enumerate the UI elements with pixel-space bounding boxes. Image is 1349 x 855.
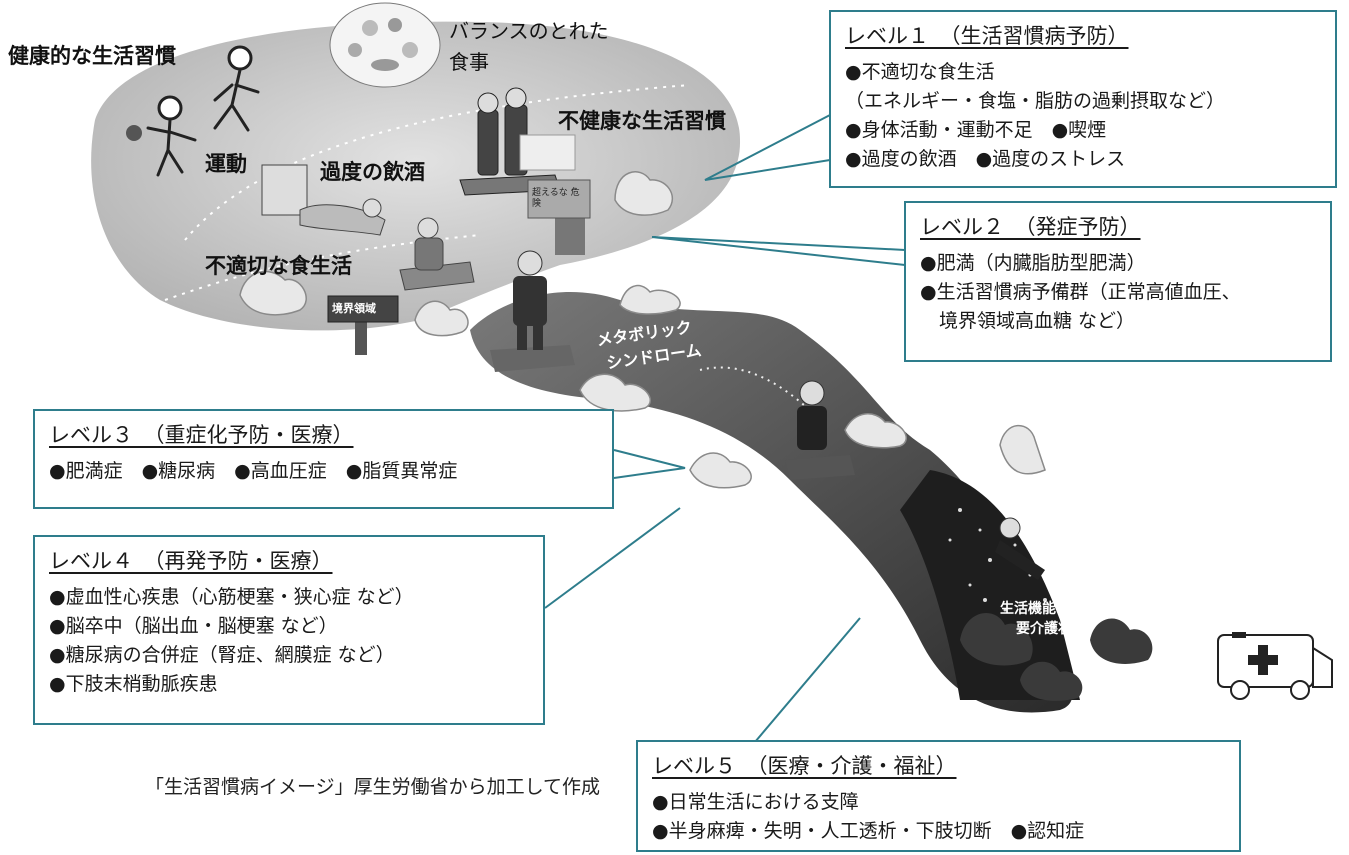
level-5-item: ●日常生活における支障 xyxy=(652,791,859,813)
level-4-item: ●脳卒中（脳出血・脳梗塞 など） xyxy=(49,615,338,637)
ghost-blobs xyxy=(239,171,1046,489)
drinking-figure xyxy=(261,164,386,236)
level-5-item: ●半身麻痺・失明・人工透析・下肢切断 ●認知症 xyxy=(652,820,1085,842)
exercise-figures xyxy=(126,45,260,177)
sign-cross-text: 超えるな 危険 xyxy=(532,188,580,209)
level-4-item: ●糖尿病の合併症（腎症、網膜症 など） xyxy=(49,644,395,666)
river-man xyxy=(785,380,855,480)
level-2-panel: レベル２ （発症予防） ●肥満（内臓脂肪型肥満） ●生活習慣病予備群（正常高値血… xyxy=(904,201,1332,362)
source-caption: 「生活習慣病イメージ」厚生労働省から加工して作成 xyxy=(145,776,601,798)
level-3-item: ●肥満症 ●糖尿病 ●高血圧症 ●脂質異常症 xyxy=(49,460,458,482)
level-5-panel: レベル５ （医療・介護・福祉） ●日常生活における支障 ●半身麻痺・失明・人工透… xyxy=(636,740,1241,852)
food-plate-icon xyxy=(329,2,441,88)
label-decline-2: 要介護状態 xyxy=(1016,621,1086,637)
falling-man xyxy=(995,517,1045,580)
sign-post-cross xyxy=(527,179,591,255)
label-balanced-diet-1: バランスのとれた xyxy=(449,19,609,43)
level-5-title: レベル５ （医療・介護・福祉） xyxy=(652,754,957,778)
level-1-panel: レベル１ （生活習慣病予防） ●不適切な食生活 （エネルギー・食塩・脂肪の過剰摂… xyxy=(829,10,1337,188)
level-3-title: レベル３ （重症化予防・医療） xyxy=(49,423,354,447)
level-1-item: （エネルギー・食塩・脂肪の過剰摂取など） xyxy=(845,90,1226,112)
level-2-item: 境界領域高血糖 など） xyxy=(920,310,1136,332)
level-4-panel: レベル４ （再発予防・医療） ●虚血性心疾患（心筋梗塞・狭心症 など） ●脳卒中… xyxy=(33,535,545,725)
level-1-item: ●不適切な食生活 xyxy=(845,61,995,83)
level-2-item: ●生活習慣病予備群（正常高値血圧、 xyxy=(920,281,1241,303)
diet-figure xyxy=(399,217,475,291)
label-excessive-drinking: 過度の飲酒 xyxy=(320,160,425,184)
label-improper-diet: 不適切な食生活 xyxy=(205,254,352,278)
ambulance-icon xyxy=(1217,632,1333,700)
level-2-item: ●肥満（内臓脂肪型肥満） xyxy=(920,252,1146,274)
level-3-panel: レベル３ （重症化予防・医療） ●肥満症 ●糖尿病 ●高血圧症 ●脂質異常症 xyxy=(33,409,614,509)
label-healthy-lifestyle: 健康的な生活習慣 xyxy=(8,44,176,68)
level-1-item: ●過度の飲酒 ●過度のストレス xyxy=(845,148,1126,170)
level-1-item: ●身体活動・運動不足 ●喫煙 xyxy=(845,119,1107,141)
level-4-title: レベル４ （再発予防・医療） xyxy=(49,549,333,573)
sign-boundary-text: 境界領域 xyxy=(332,302,376,315)
waterfall xyxy=(900,470,1080,700)
label-decline-1: 生活機能の低下 xyxy=(1000,601,1098,617)
dark-blobs xyxy=(960,613,1153,701)
label-balanced-diet-2: 食事 xyxy=(449,50,489,74)
label-unhealthy-lifestyle: 不健康な生活習慣 xyxy=(558,109,726,133)
level-2-title: レベル２ （発症予防） xyxy=(920,215,1141,239)
sign-post-boundary xyxy=(327,295,399,355)
label-exercise: 運動 xyxy=(205,152,247,176)
metabolic-man xyxy=(490,250,575,372)
level-4-item: ●下肢末梢動脈疾患 xyxy=(49,673,218,695)
level-1-title: レベル１ （生活習慣病予防） xyxy=(845,24,1129,48)
callout-pointers xyxy=(544,114,906,743)
level-4-item: ●虚血性心疾患（心筋梗塞・狭心症 など） xyxy=(49,586,414,608)
